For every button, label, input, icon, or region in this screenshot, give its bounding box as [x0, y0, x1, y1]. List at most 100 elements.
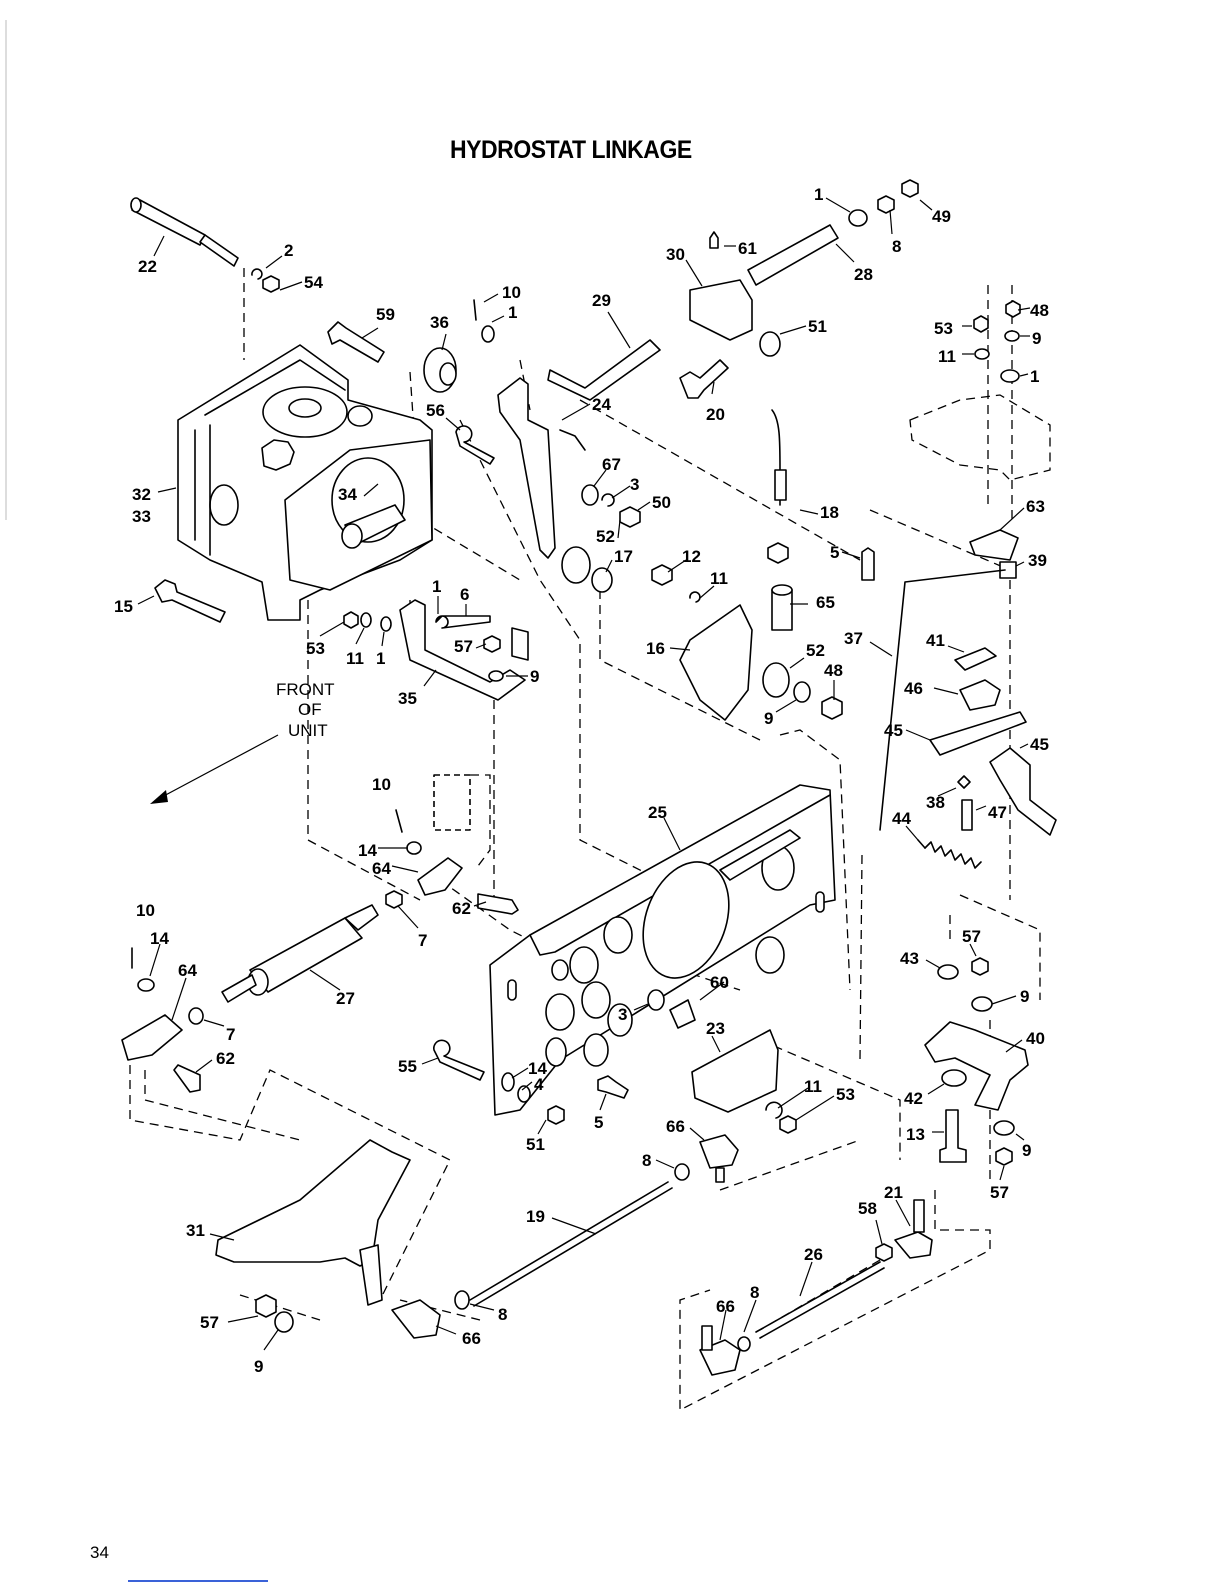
callout-label: 36 [430, 313, 449, 332]
part-15-bolt [154, 579, 226, 623]
part-1-washer-left [380, 616, 392, 632]
part-50-nut [619, 506, 641, 528]
callout-label: 55 [398, 1057, 417, 1076]
callout-label: 16 [646, 639, 665, 658]
callout-label: 65 [816, 593, 835, 612]
callout-label: 10 [136, 901, 155, 920]
callout-label: 40 [1026, 1029, 1045, 1048]
callout-label: 35 [398, 689, 417, 708]
callout-label: 38 [926, 793, 945, 812]
callout-label: 9 [1022, 1141, 1031, 1160]
part-9-washer-top [1004, 330, 1020, 342]
page-title: HYDROSTAT LINKAGE [450, 136, 692, 164]
callout-label: 14 [150, 929, 169, 948]
callout-label: 10 [502, 283, 521, 302]
part-14-washer-left [137, 978, 155, 992]
part-6-bolt [435, 615, 491, 629]
part-11-clip-lower [765, 1101, 783, 1119]
callout-label: 52 [596, 527, 615, 546]
callout-label: 59 [376, 305, 395, 324]
part-20-bolt [679, 359, 729, 399]
callout-label: 39 [1028, 551, 1047, 570]
part-39-bushing [999, 561, 1017, 579]
part-66-rod-end-mid [699, 1134, 739, 1169]
callout-label: 9 [1032, 329, 1041, 348]
part-55-bolt [433, 1039, 485, 1081]
callout-label: 48 [1030, 301, 1049, 320]
part-49-nut [901, 179, 919, 198]
callout-label: 6 [460, 585, 469, 604]
part-8-nut-lower [737, 1336, 751, 1352]
part-7-nut-mid [385, 890, 403, 909]
callout-label: 66 [666, 1117, 685, 1136]
callout-label: 11 [804, 1077, 822, 1096]
callout-label: 47 [988, 803, 1007, 822]
part-21-rod-end-right [894, 1231, 933, 1259]
callout-label: 8 [498, 1305, 507, 1324]
callout-label: 57 [962, 927, 981, 946]
front-direction-arrow [150, 734, 279, 804]
callout-label: 67 [602, 455, 621, 474]
part-47-screw [961, 799, 973, 831]
callout-label: 1 [432, 577, 441, 596]
footer-rule [128, 1580, 268, 1582]
part-51-nut-lower [547, 1105, 565, 1125]
part-37-rod [879, 569, 1006, 831]
part-64-clevis-left [121, 1014, 183, 1061]
part-23-plate [691, 1029, 779, 1113]
callout-label: 9 [1020, 987, 1029, 1006]
callout-label: 64 [178, 961, 197, 980]
callout-label: 7 [418, 931, 427, 950]
callout-label: 53 [934, 319, 953, 338]
callout-label: 37 [844, 629, 863, 648]
part-9-washer-right-upper [971, 996, 993, 1012]
part-41-plate [954, 647, 997, 671]
part-36-bearing [423, 347, 457, 393]
callout-label: 12 [682, 547, 701, 566]
callout-label: 11 [346, 649, 364, 668]
front-note-line-2: OF [298, 700, 322, 719]
callout-label: 27 [336, 989, 355, 1008]
callout-label: 4 [534, 1075, 544, 1094]
callout-label: 41 [926, 631, 945, 650]
part-48-nut-top [1005, 300, 1021, 318]
callout-label: 53 [836, 1085, 855, 1104]
callout-label: 1 [508, 303, 517, 322]
callout-label: 54 [304, 273, 323, 292]
callout-label: 1 [814, 185, 823, 204]
callout-label: 58 [858, 1199, 877, 1218]
callout-label: 34 [338, 485, 357, 504]
part-26-rod [755, 1261, 885, 1339]
callout-label: 57 [990, 1183, 1009, 1202]
callout-label: 8 [750, 1283, 759, 1302]
callout-label: 24 [592, 395, 611, 414]
callout-label: 3 [630, 475, 639, 494]
part-12-nut [651, 564, 673, 586]
part-11-clip-top [974, 348, 990, 360]
part-53-nut-lower [779, 1115, 797, 1134]
part-13-bolt [939, 1109, 967, 1163]
part-8-nut-mid [674, 1163, 690, 1181]
part-30-block [689, 231, 753, 341]
part-62-pin-left [173, 1064, 201, 1093]
callout-label: 1 [1030, 367, 1039, 386]
callout-label: 7 [226, 1025, 235, 1044]
callout-label: 44 [892, 809, 911, 828]
part-1-washer-right [1000, 369, 1020, 383]
part-53-nut-mid [343, 611, 359, 629]
callout-label: 5 [594, 1113, 603, 1132]
part-57-nut-right [971, 957, 989, 976]
callout-label: 66 [716, 1297, 735, 1316]
leader-lines [137, 197, 1031, 1351]
callout-label: 62 [452, 899, 471, 918]
part-63-bracket [969, 529, 1019, 561]
callout-label: 48 [824, 661, 843, 680]
callout-label: 45 [884, 721, 903, 740]
part-38-lockwasher [957, 775, 971, 789]
callout-label: 14 [528, 1059, 547, 1078]
callout-label: 20 [706, 405, 725, 424]
callout-label: 42 [904, 1089, 923, 1108]
front-note-line-1: FRONT [276, 680, 335, 699]
callout-label: 52 [806, 641, 825, 660]
